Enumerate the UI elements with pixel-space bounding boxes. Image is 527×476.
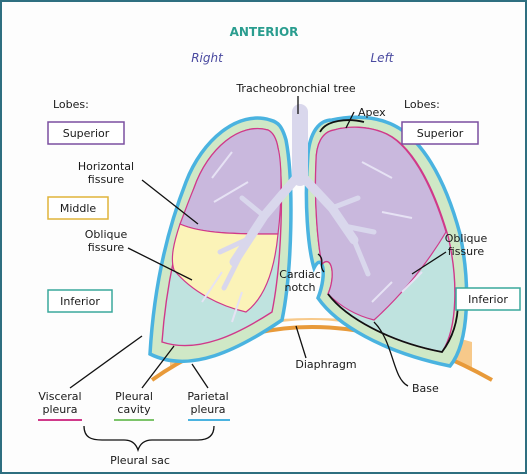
label-pleural-sac: Pleural sac [110, 454, 170, 467]
bracket-pleural-sac [84, 426, 214, 450]
label-pleural-cavity-2: cavity [117, 403, 151, 416]
title-anterior: ANTERIOR [230, 25, 299, 39]
box-right-middle-label: Middle [60, 202, 97, 215]
label-base: Base [412, 382, 439, 395]
label-parietal-pleura-1: Parietal [187, 390, 228, 403]
label-tracheobronchial-tree: Tracheobronchial tree [235, 82, 356, 95]
box-left-inferior-label: Inferior [468, 293, 508, 306]
label-oblique-fissure-left-2: fissure [448, 245, 485, 258]
lobes-label-right: Lobes: [53, 98, 89, 111]
label-horizontal-fissure-2: fissure [88, 173, 125, 186]
box-right-inferior-label: Inferior [60, 295, 100, 308]
box-left-superior-label: Superior [417, 127, 464, 140]
lobes-label-left: Lobes: [404, 98, 440, 111]
label-visceral-pleura-1: Visceral [38, 390, 81, 403]
label-pleural-cavity-1: Pleural [115, 390, 153, 403]
label-horizontal-fissure-1: Horizontal [78, 160, 134, 173]
label-cardiac-notch-1: Cardiac [279, 268, 321, 281]
label-left-side: Left [371, 51, 395, 65]
label-cardiac-notch-2: notch [284, 281, 315, 294]
pointer-visceral-pleura [70, 336, 142, 388]
box-right-superior-label: Superior [63, 127, 110, 140]
label-apex: Apex [358, 106, 386, 119]
lung-diagram: ANTERIOR Right Left Lobes: Superior Midd… [2, 2, 525, 472]
label-right-side: Right [191, 51, 224, 65]
label-visceral-pleura-2: pleura [42, 403, 77, 416]
label-diaphragm: Diaphragm [295, 358, 356, 371]
label-oblique-fissure-right-1: Oblique [85, 228, 128, 241]
label-oblique-fissure-right-2: fissure [88, 241, 125, 254]
pointer-parietal-pleura [192, 364, 208, 388]
pointer-diaphragm [296, 326, 306, 358]
label-parietal-pleura-2: pleura [190, 403, 225, 416]
label-oblique-fissure-left-1: Oblique [445, 232, 488, 245]
